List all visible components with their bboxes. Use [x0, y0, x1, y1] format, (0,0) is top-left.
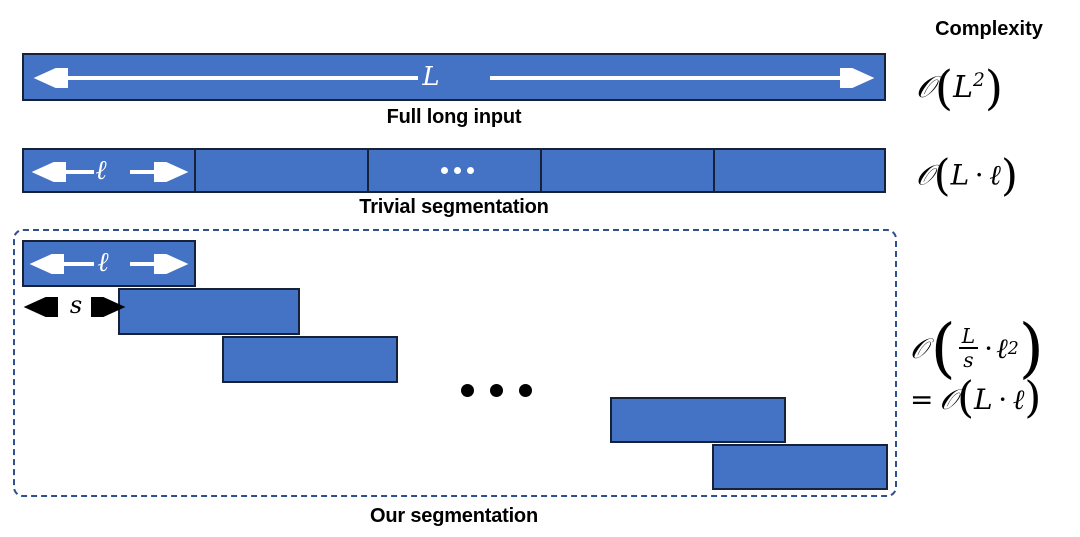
ellipsis-dot [454, 167, 461, 174]
our-segmentation-window-label: ℓ [97, 247, 109, 278]
ellipsis-dot [467, 167, 474, 174]
paren-open-row3b: ( [957, 373, 975, 424]
our-segmentation-ellipsis [461, 384, 532, 397]
fraction-numerator: L [961, 324, 976, 349]
trivial-segment-divider-4 [713, 150, 715, 191]
complexity-row3-exponent: 2 [1007, 338, 1019, 359]
our-segmentation-window-4 [610, 397, 786, 443]
cal-o-symbol-row2: 𝒪 [916, 158, 934, 192]
ellipsis-dot [490, 384, 503, 397]
trivial-segmentation-caption: Trivial segmentation [359, 196, 549, 218]
trivial-segment-length-label: ℓ [95, 155, 107, 186]
our-segmentation-caption: Our segmentation [370, 505, 538, 527]
full-long-input-bar-label: L [422, 62, 440, 92]
cal-o-symbol-row3: 𝒪 [910, 332, 928, 366]
our-segmentation-window-3 [222, 336, 398, 383]
complexity-row3-line2: = 𝒪(L · ℓ) [910, 373, 1044, 424]
paren-open-row1: ( [934, 60, 954, 115]
trivial-segmentation-ellipsis [441, 167, 474, 174]
paren-close-row1: ) [984, 60, 1003, 115]
complexity-row3-cdot2: · [992, 383, 1013, 417]
paren-open-row2: ( [933, 150, 951, 201]
complexity-row3-L: L [974, 383, 993, 417]
our-segmentation-window-2 [118, 288, 300, 335]
ellipsis-dot [519, 384, 532, 397]
paren-close-row2: ) [1000, 150, 1018, 201]
complexity-row1-exponent: 2 [972, 70, 985, 91]
complexity-column-header: Complexity [935, 18, 1043, 40]
complexity-full-long-input: 𝒪(L2) [916, 60, 1003, 116]
complexity-row3-fraction: L s [958, 324, 979, 371]
complexity-trivial-segmentation: 𝒪(L · ℓ) [916, 150, 1018, 202]
complexity-row3-cdot: · [984, 332, 994, 366]
trivial-segment-divider-1 [194, 150, 196, 191]
complexity-row3-ell2: ℓ [1012, 383, 1025, 417]
our-segmentation-stride-label: s [69, 291, 83, 319]
our-segmentation-stride-arrow [23, 297, 126, 317]
paren-close-row3b: ) [1024, 373, 1042, 424]
fraction-denominator: s [959, 347, 978, 371]
our-segmentation-group-box [13, 229, 897, 497]
cal-o-symbol-row1: 𝒪 [916, 70, 935, 105]
trivial-segment-divider-2 [367, 150, 369, 191]
paren-close-row3: ) [1018, 311, 1044, 386]
trivial-segment-divider-3 [540, 150, 542, 191]
complexity-row2-L: L [950, 158, 970, 192]
complexity-row3-ell: ℓ [996, 332, 1008, 366]
ellipsis-dot [441, 167, 448, 174]
our-segmentation-window-5 [712, 444, 888, 490]
trivial-segment-length-arrow [31, 162, 189, 182]
complexity-row2-ell: ℓ [989, 158, 1001, 192]
cal-o-symbol-row3b: 𝒪 [939, 383, 958, 417]
complexity-row1-body: L [953, 70, 973, 105]
complexity-row2-cdot: · [969, 158, 990, 192]
our-segmentation-window-length-arrow [29, 254, 189, 274]
equals-sign-row3: = [910, 383, 934, 417]
full-long-input-caption: Full long input [386, 106, 522, 128]
ellipsis-dot [461, 384, 474, 397]
paren-open-row3: ( [930, 311, 956, 386]
full-long-input-length-arrow [33, 68, 875, 88]
